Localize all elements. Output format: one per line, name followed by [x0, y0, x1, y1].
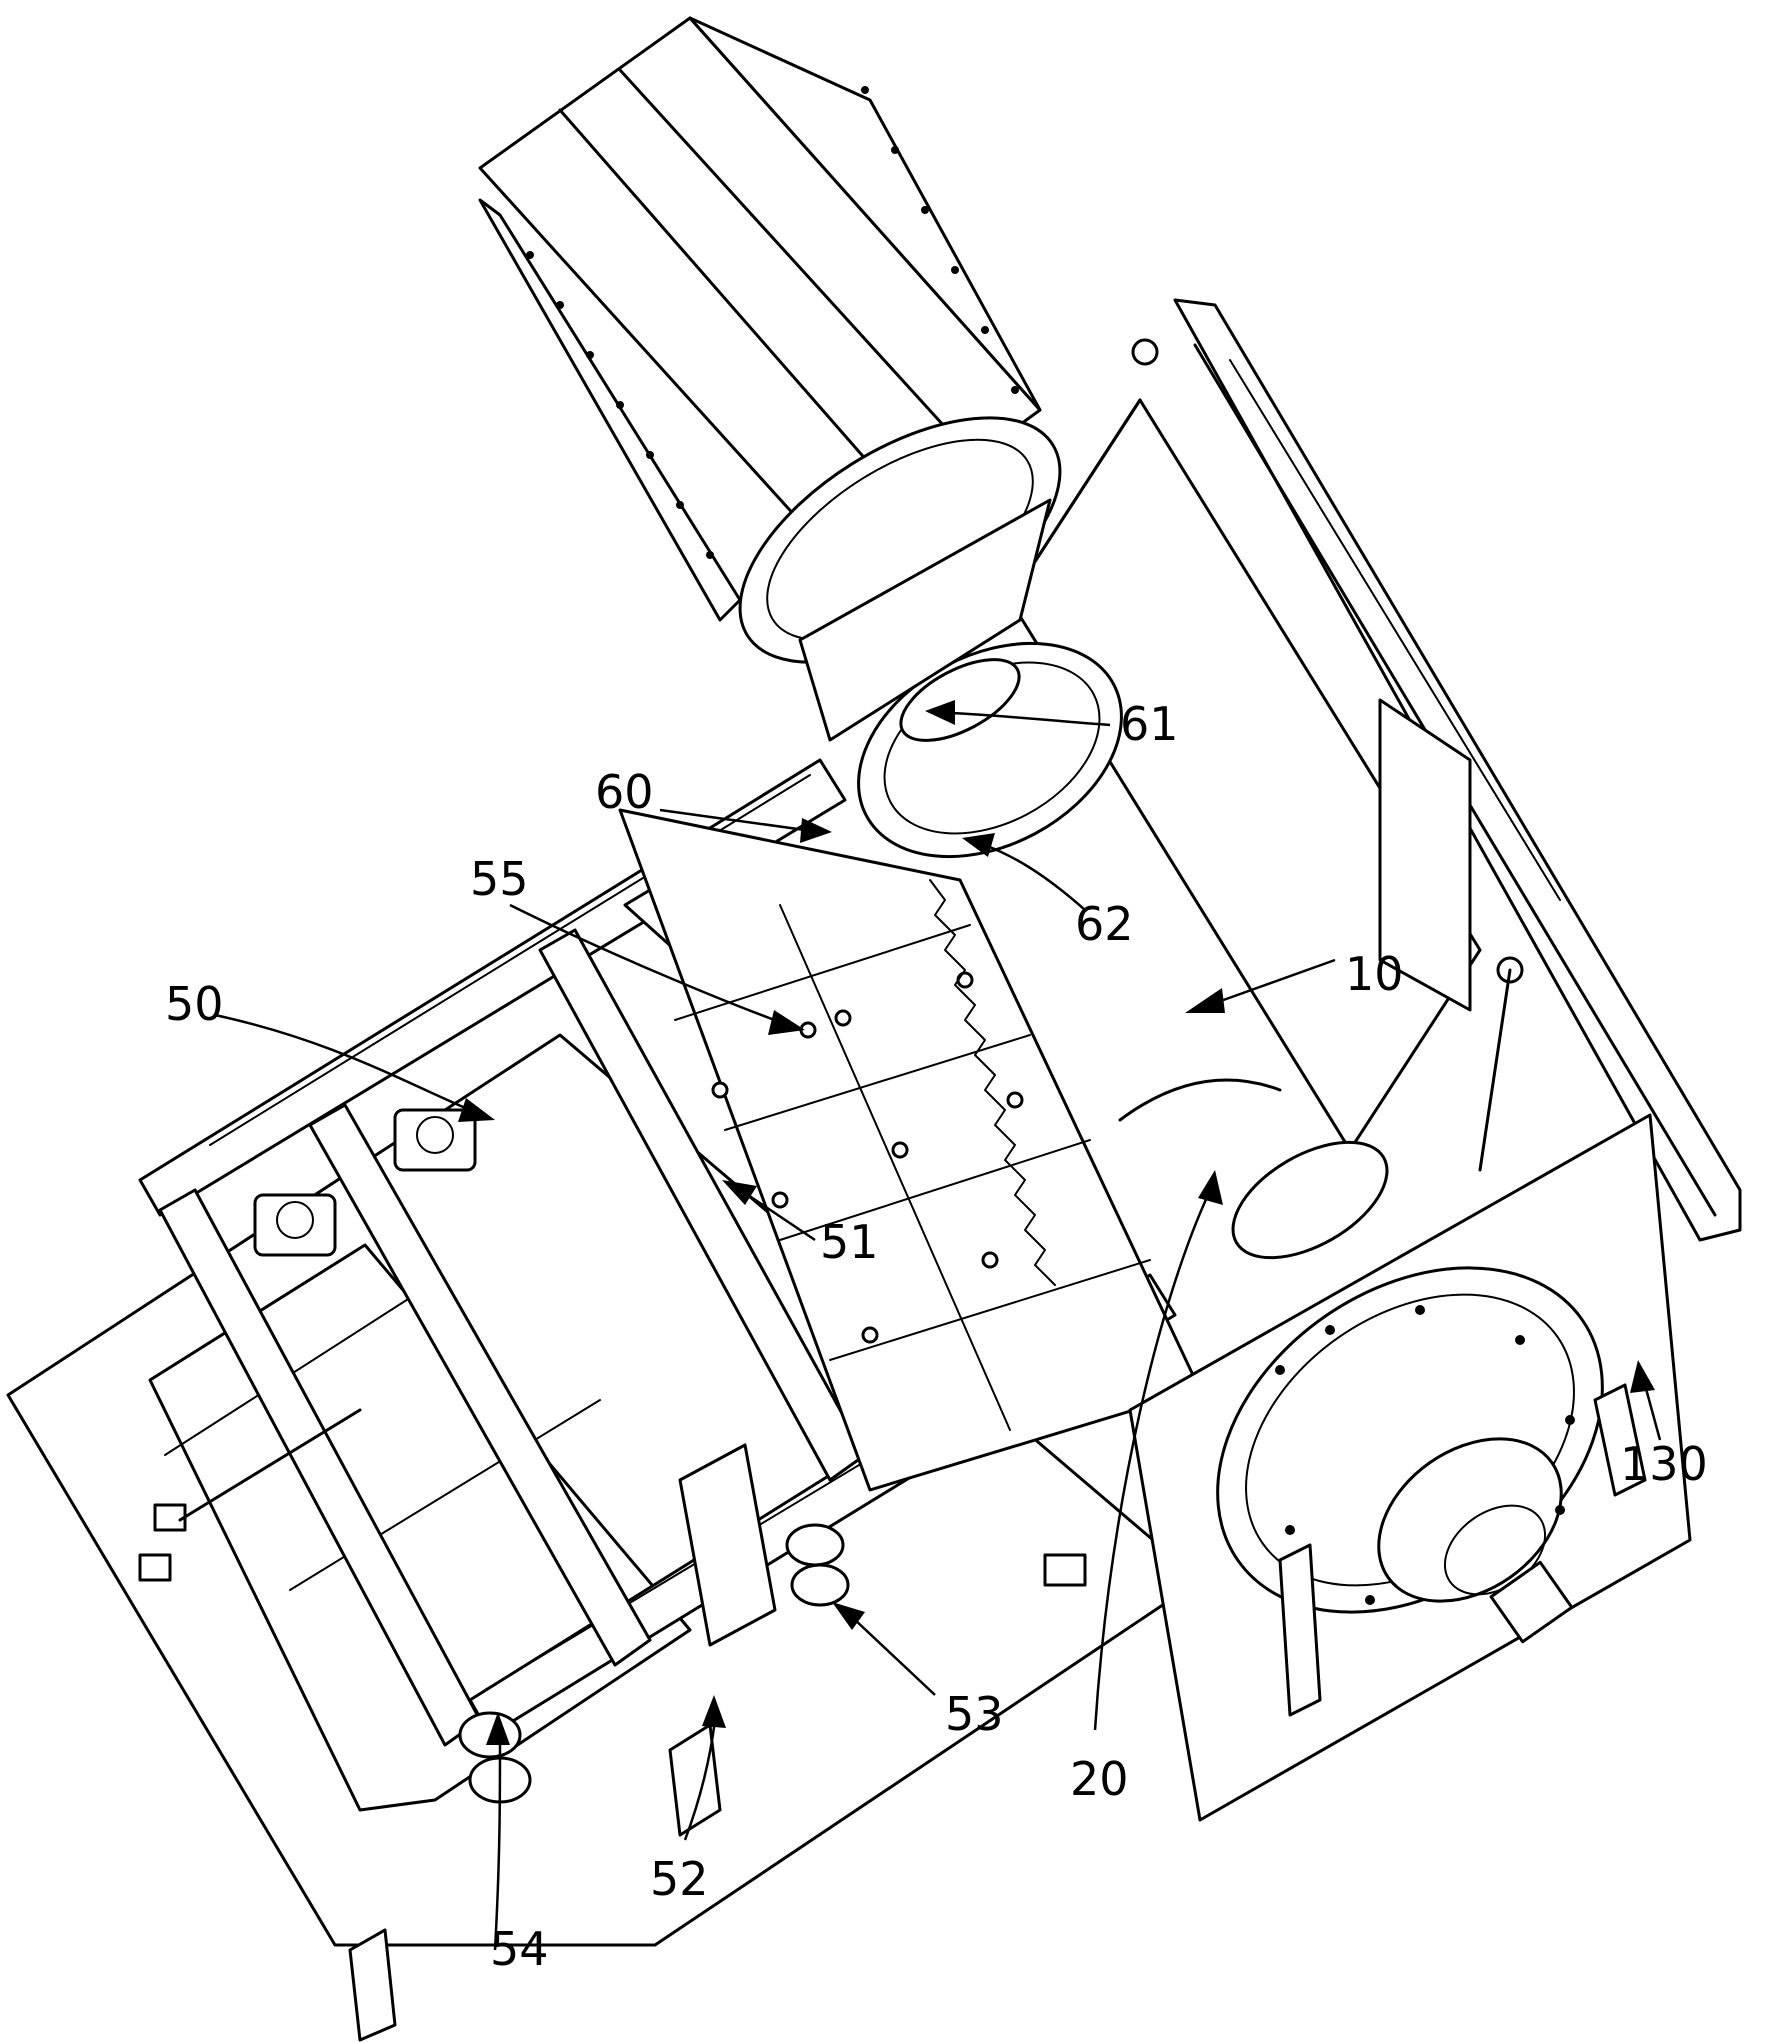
- bearing-housing: [253, 1108, 477, 1257]
- label-62: 62: [1075, 897, 1134, 951]
- label-53: 53: [945, 1687, 1004, 1741]
- label-10: 10: [1345, 947, 1404, 1001]
- reference-labels: 10 20 50 51 52 53 54 55 60 61 62 130: [165, 697, 1708, 1976]
- leader-lines: [214, 700, 1662, 1951]
- label-60: 60: [595, 765, 654, 819]
- inlet-ring: [798, 498, 1123, 859]
- label-130: 130: [1620, 1437, 1708, 1491]
- front-rollers: [138, 1408, 1087, 2042]
- main-chamber: [1008, 298, 1742, 1242]
- drive-hub: [1128, 1113, 1692, 1822]
- blade-bolts: [711, 971, 1024, 1344]
- blade-plates: [618, 808, 1202, 1492]
- motor-housing: [478, 16, 1062, 664]
- label-54: 54: [490, 1922, 549, 1976]
- label-51: 51: [820, 1215, 879, 1269]
- label-55: 55: [470, 852, 529, 906]
- hub-bolts: [1275, 1305, 1575, 1605]
- label-52: 52: [650, 1852, 709, 1906]
- label-50: 50: [165, 977, 224, 1031]
- label-61: 61: [1120, 697, 1179, 751]
- motor-flange-bolts: [526, 86, 1019, 559]
- label-20: 20: [1070, 1752, 1129, 1806]
